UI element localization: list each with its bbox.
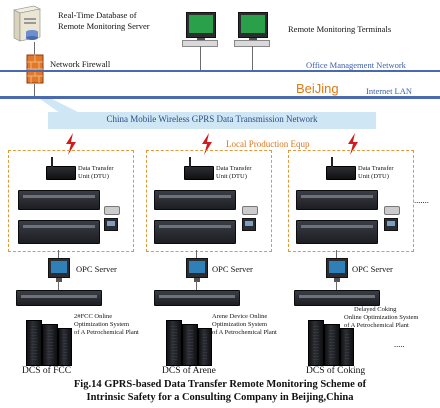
dcs-label-1: DCS of FCC	[22, 366, 72, 376]
opc-link-1	[58, 281, 59, 291]
camera-monitor-3	[384, 218, 398, 231]
gprs-label: China Mobile Wireless GPRS Data Transmis…	[106, 114, 318, 124]
site-box-2	[146, 150, 272, 252]
terminal-link-2	[252, 46, 253, 70]
dcs-tower-2c	[198, 328, 212, 366]
system-label-3b: Online Optimization System	[344, 314, 419, 321]
camera-monitor-2	[242, 218, 256, 231]
camera-icon-3	[384, 206, 400, 215]
system-label-2b: Optimization System	[212, 321, 268, 328]
system-label-2c: of A Petrochemical Plant	[212, 329, 277, 336]
site-box-1	[8, 150, 134, 252]
dcs-tower-1c	[58, 328, 72, 366]
site-link-3	[336, 250, 337, 260]
rack-server-2a	[154, 190, 236, 210]
database-server-icon	[10, 4, 44, 42]
opc-label-1: OPC Server	[76, 264, 117, 274]
dcs-tower-3c	[340, 328, 354, 366]
dtu-label-3a: Data Transfer	[358, 165, 394, 172]
server-label-1: Real-Time Database of	[58, 10, 137, 20]
rack-server-3b	[296, 220, 378, 244]
dtu-label-3b: Unit (DTU)	[358, 173, 389, 180]
wireless-signal-icon	[64, 133, 78, 160]
dcs-tower-2a	[166, 320, 182, 366]
system-label-1b: Optimization System	[74, 321, 130, 328]
site-box-3	[288, 150, 414, 252]
ellipsis-bottom: .....	[394, 339, 405, 349]
opc-rack-1	[16, 290, 102, 306]
city-label: BeiJing	[296, 81, 339, 96]
system-label-3a: Delayed Coking	[354, 306, 397, 313]
opc-label-3: OPC Server	[352, 264, 393, 274]
camera-icon-1	[104, 206, 120, 215]
site-link-1	[58, 250, 59, 260]
internet-bus	[0, 96, 440, 99]
opc-server-3	[326, 258, 348, 282]
system-label-2a: Arene Device Online	[212, 313, 268, 320]
internet-label: Internet LAN	[366, 86, 413, 96]
dtu-label-1a: Data Transfer	[78, 165, 114, 172]
opc-rack-2	[154, 290, 240, 306]
opc-server-2	[186, 258, 208, 282]
dcs-tower-2b	[182, 324, 198, 366]
opc-label-2: OPC Server	[212, 264, 253, 274]
dcs-tower-1b	[42, 324, 58, 366]
rack-server-1b	[18, 220, 100, 244]
dtu-device-2	[184, 157, 214, 180]
server-label-2: Remote Monitoring Server	[58, 21, 150, 31]
figure-caption-line2: Intrinsic Safety for a Consulting Compan…	[86, 392, 354, 403]
site-link-2	[196, 250, 197, 260]
local-production-label: Local Production Equp	[226, 139, 310, 149]
rack-server-1a	[18, 190, 100, 210]
dcs-tower-3a	[308, 320, 324, 366]
opc-link-2	[196, 281, 197, 291]
server-link	[34, 42, 35, 54]
dcs-tower-3b	[324, 324, 340, 366]
ellipsis-right: .......	[414, 195, 429, 205]
rack-server-3a	[296, 190, 378, 210]
system-label-3c: of A Petrochemical Plant	[344, 322, 409, 329]
opc-link-3	[336, 281, 337, 291]
wireless-signal-icon	[200, 133, 214, 160]
dtu-device-3	[326, 157, 356, 180]
terminals-label: Remote Monitoring Terminals	[288, 24, 392, 34]
office-network-label: Office Management Network	[306, 60, 406, 70]
system-label-1a: 2#FCC Online	[74, 313, 113, 320]
dtu-label-2a: Data Transfer	[216, 165, 252, 172]
dcs-tower-1a	[26, 320, 42, 366]
terminal-link-1	[200, 46, 201, 70]
firewall-icon	[26, 54, 44, 84]
terminal-monitor-1	[186, 12, 216, 42]
dtu-label-2b: Unit (DTU)	[216, 173, 247, 180]
opc-server-1	[48, 258, 70, 282]
dcs-label-2: DCS of Arene	[162, 366, 216, 376]
figure-caption-line1: Fig.14 GPRS-based Data Transfer Remote M…	[73, 379, 367, 390]
terminal-monitor-2	[238, 12, 268, 42]
system-label-1c: of A Petrochemical Plant	[74, 329, 139, 336]
dcs-label-3: DCS of Coking	[306, 366, 366, 376]
rack-server-2b	[154, 220, 236, 244]
dtu-label-1b: Unit (DTU)	[78, 173, 109, 180]
camera-icon-2	[242, 206, 258, 215]
firewall-link	[34, 84, 35, 96]
firewall-label: Network Firewall	[50, 59, 111, 69]
dtu-device-1	[46, 157, 76, 180]
office-network-bus	[0, 70, 440, 72]
gprs-band	[48, 112, 376, 129]
wireless-signal-icon	[346, 133, 360, 160]
gprs-link-icon	[40, 99, 80, 113]
camera-monitor-1	[104, 218, 118, 231]
opc-rack-3	[294, 290, 380, 306]
